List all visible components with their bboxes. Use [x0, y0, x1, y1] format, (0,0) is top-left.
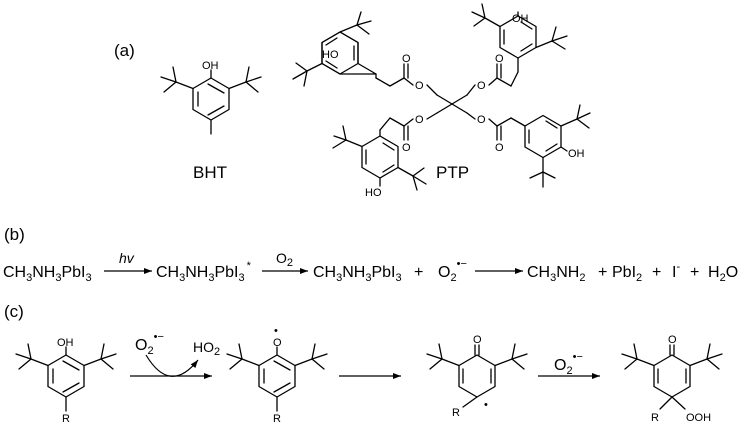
- ptp-carbonyl-o-1: O: [402, 53, 411, 65]
- plus-2: +: [598, 264, 607, 281]
- perovskite-product: CH3NH3PbI3: [313, 264, 402, 284]
- mechanism-carbon-radical: [426, 343, 528, 408]
- iodide: I-: [672, 261, 680, 281]
- superoxide-c2: O2•−: [554, 351, 583, 377]
- phenoxyl-r: R: [273, 413, 281, 425]
- curved-arrow: [145, 354, 199, 377]
- ptp-ho-3: HO: [365, 187, 382, 199]
- ptp-ester-o-4: O: [477, 114, 486, 126]
- radical-carbonyl-o: O: [473, 334, 482, 346]
- ptp-ester-o-1: O: [415, 80, 424, 92]
- hv-label: hv: [119, 250, 135, 266]
- mech-bht-oh: OH: [57, 337, 74, 349]
- superoxide-c1: O2•−: [135, 331, 164, 357]
- bht-oh-atom: OH: [202, 60, 219, 72]
- methylamine: CH3NH2: [527, 264, 585, 284]
- perovskite-excited: CH3NH3PbI3*: [156, 260, 252, 284]
- phenoxyl-o: O: [273, 337, 282, 349]
- bht-structure: [160, 66, 262, 135]
- hydroperoxide-carbonyl-o: O: [668, 334, 677, 346]
- ptp-ester-o-2: O: [477, 80, 486, 92]
- reaction-b: CH3NH3PbI3 hv CH3NH3PbI3* O2 CH3NH3PbI3 …: [3, 250, 738, 284]
- panel-b-label: (b): [4, 225, 25, 244]
- panel-a-label: (a): [114, 41, 135, 60]
- panel-c-label: (c): [4, 302, 24, 321]
- perovskite-reactant: CH3NH3PbI3: [3, 264, 92, 284]
- ptp-oh-4: OH: [568, 148, 585, 160]
- plus-3: +: [652, 264, 661, 281]
- lead-iodide: PbI2: [612, 264, 642, 284]
- hydroperoxide-ooh: OOH: [686, 412, 711, 424]
- hydroperoxyl: HO2: [193, 339, 220, 358]
- mechanism-hydroperoxide: [621, 343, 723, 410]
- mechanism-phenoxyl: [226, 343, 328, 412]
- o2-reagent: O2: [276, 250, 293, 269]
- water: H2O: [708, 264, 738, 284]
- ptp-oh-2: OH: [512, 13, 529, 25]
- ptp-name: PTP: [436, 163, 469, 182]
- radical-r: R: [452, 407, 460, 419]
- ptp-ho-1: HO: [322, 49, 339, 61]
- phenoxyl-radical-dot: •: [274, 325, 278, 337]
- ptp-carbonyl-o-3: O: [402, 142, 411, 154]
- ptp-carbonyl-o-2: O: [495, 53, 504, 65]
- ptp-ester-o-3: O: [415, 114, 424, 126]
- plus-1: +: [414, 264, 423, 281]
- mech-bht-r: R: [62, 413, 70, 425]
- plus-4: +: [690, 264, 699, 281]
- bht-name: BHT: [193, 163, 227, 182]
- ptp-structure: [292, 3, 591, 191]
- hydroperoxide-r: R: [651, 412, 659, 424]
- superoxide-b: O2•−: [438, 258, 467, 284]
- ptp-carbonyl-o-4: O: [495, 142, 504, 154]
- carbon-radical-dot: •: [484, 399, 488, 411]
- mechanism-bht: [15, 343, 117, 412]
